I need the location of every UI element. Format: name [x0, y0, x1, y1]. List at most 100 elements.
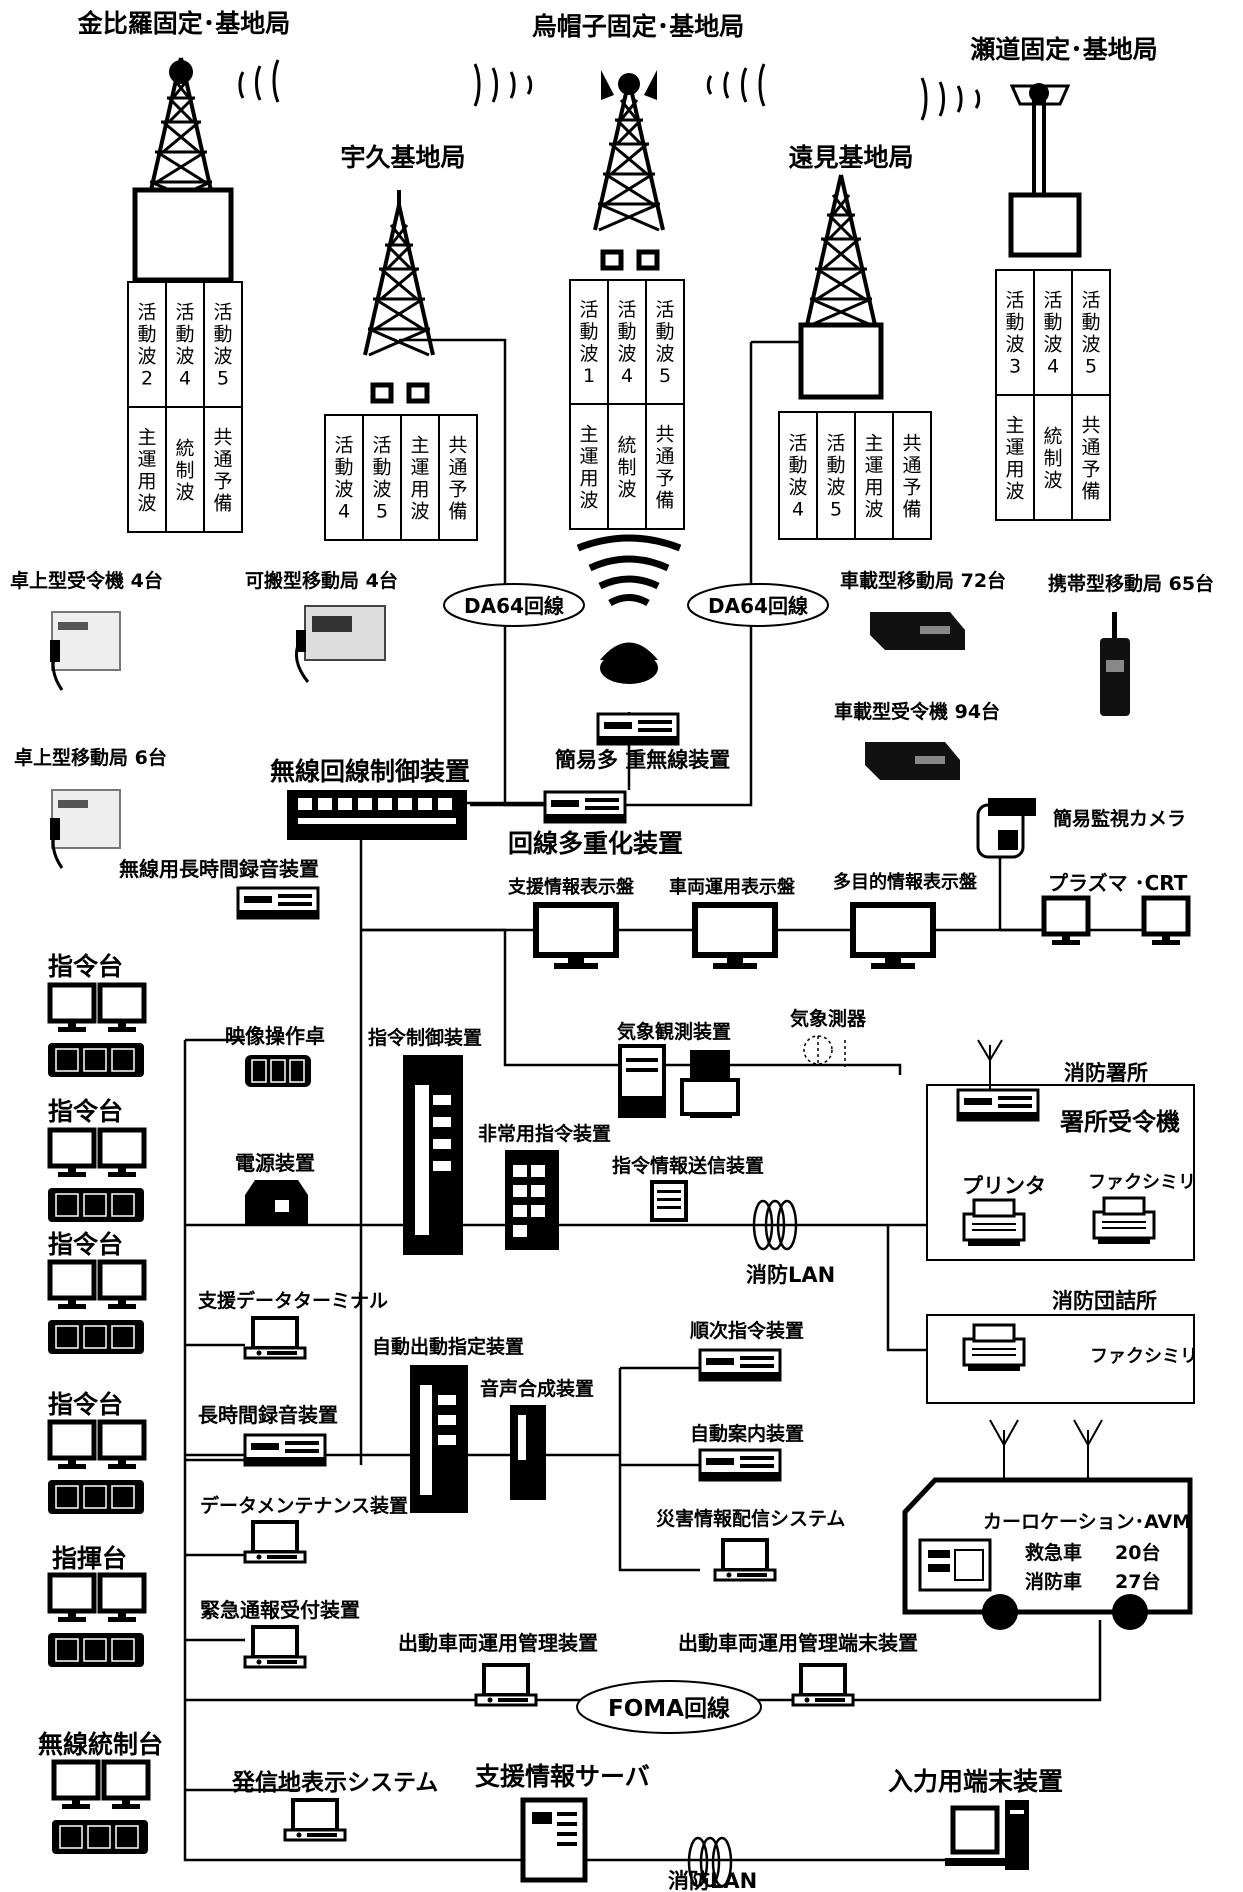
- console-1-label: 指令台: [48, 952, 123, 981]
- printer-label: プリンタ: [962, 1174, 1046, 1198]
- desk-mobile-label: 卓上型移動局 6台: [14, 746, 167, 769]
- simple-mux-label: 簡易多 重無線装置: [555, 748, 730, 772]
- channel-cell: [1033, 269, 1073, 396]
- channel-wave-text: 活: [213, 302, 232, 324]
- data-maint-device: データメンテナンス装置: [200, 1494, 408, 1564]
- tower-uku-icon: [363, 190, 435, 404]
- channel-wave-text: 動: [617, 321, 636, 343]
- camera-label: 簡易監視カメラ: [1053, 807, 1186, 830]
- monitor-icon: [1044, 898, 1088, 945]
- tower-tomi-icon: [798, 173, 884, 400]
- plasma-label: プラズマ ･CRT: [1048, 871, 1188, 895]
- video-desk-label: 映像操作卓: [225, 1024, 325, 1048]
- channel-col-text: 波: [864, 499, 883, 521]
- channel-bottom-text: 備: [213, 493, 232, 515]
- channel-col-text: 予: [448, 479, 467, 501]
- support-terminal-device: 支援データターミナル: [197, 1289, 388, 1360]
- vehicle-mgmt-device: 出動車両運用管理装置: [398, 1631, 598, 1707]
- printer-icon: [962, 1198, 1026, 1248]
- station-receiver-label: 署所受令機: [1059, 1108, 1180, 1136]
- fax-icon: [1092, 1196, 1156, 1246]
- station-konpira-title: 金比羅固定･基地局: [77, 9, 291, 38]
- power-label: 電源装置: [235, 1151, 315, 1175]
- channel-cell: [995, 394, 1035, 521]
- weather-sensor-label: 気象測器: [790, 1007, 867, 1030]
- channel-wave-text: 波: [655, 343, 674, 365]
- channel-bottom-text: 予: [1081, 459, 1100, 481]
- channel-wave-text: 動: [1081, 312, 1100, 334]
- channel-bottom-text: 備: [1081, 481, 1100, 503]
- channel-wave-text: 4: [1047, 356, 1059, 378]
- channel-bottom-text: 波: [137, 493, 156, 515]
- monitor-icon: [1144, 898, 1188, 945]
- seq-cmd-label: 順次指令装置: [690, 1319, 804, 1342]
- input-terminal-device: 入力用端末装置: [888, 1767, 1063, 1870]
- channel-col-text: 活: [372, 435, 391, 457]
- support-server-label: 支援情報サーバ: [475, 1762, 650, 1791]
- channel-cell: [995, 269, 1035, 396]
- foma-link: FOMA回線: [576, 1680, 762, 1734]
- channel-cell: [203, 406, 243, 533]
- console-3: 指令台: [48, 1230, 144, 1354]
- channel-bottom-text: 制: [175, 460, 194, 482]
- channel-cell: [816, 411, 856, 540]
- simple-mux-device: 簡易多 重無線装置: [555, 712, 730, 772]
- channel-cell: [438, 414, 478, 541]
- channel-col-text: 主: [410, 435, 429, 457]
- channel-cell: [127, 281, 167, 408]
- radio-long-recorder-label: 無線用長時間録音装置: [119, 857, 319, 881]
- desk-receiver-terminal: 卓上型受令機 4台: [10, 569, 163, 691]
- emergency-call-device: 緊急通報受付装置: [200, 1598, 360, 1669]
- channel-bottom-text: 用: [1005, 459, 1024, 481]
- channel-wave-text: 2: [141, 368, 153, 390]
- channel-col-text: 通: [902, 455, 921, 477]
- radio-waves-icon: [920, 77, 981, 121]
- station-eboshi-title: 烏帽子固定･基地局: [532, 12, 745, 41]
- channel-cell: [324, 414, 364, 541]
- emergency-command-device: 非常用指令装置: [478, 1122, 611, 1250]
- channel-cell: [569, 279, 609, 405]
- weather-obs-label: 気象観測装置: [617, 1020, 731, 1043]
- channel-bottom-text: 共: [1081, 415, 1100, 437]
- da64-link-right: DA64回線: [687, 583, 829, 627]
- auto-dispatch-device: 自動出動指定装置: [372, 1335, 524, 1513]
- channel-bottom-text: 通: [213, 449, 232, 471]
- channel-col-text: 波: [410, 501, 429, 523]
- auto-guide-label: 自動案内装置: [690, 1422, 804, 1445]
- channel-wave-text: 波: [175, 346, 194, 368]
- channel-wave-text: 動: [137, 324, 156, 346]
- channel-bottom-text: 通: [1081, 437, 1100, 459]
- channel-bottom-text: 波: [617, 479, 636, 501]
- channel-cell: [127, 406, 167, 533]
- channel-wave-text: 活: [175, 302, 194, 324]
- console-3-label: 指令台: [48, 1230, 123, 1259]
- vehicle-mgmt-label: 出動車両運用管理装置: [398, 1631, 598, 1655]
- channel-bottom-text: 制: [617, 457, 636, 479]
- power-device: 電源装置: [235, 1151, 315, 1225]
- fire-corps-fax-label: ファクシミリ: [1090, 1346, 1198, 1367]
- fire-station-box: 消防署所 署所受令機 プリンタ ファクシミリ: [926, 1039, 1196, 1261]
- vehicle-receiver-terminal: 車載型受令機 94台: [834, 700, 1000, 780]
- channel-wave-text: 活: [579, 299, 598, 321]
- voice-synth-device: 音声合成装置: [480, 1377, 594, 1500]
- command-console: 指揮台: [48, 1544, 144, 1667]
- channel-cell: [1071, 394, 1111, 521]
- channel-wave-text: 波: [1043, 334, 1062, 356]
- channel-col-text: 備: [902, 499, 921, 521]
- line-mux-label: 回線多重化装置: [508, 829, 683, 858]
- antenna-icon: [977, 1039, 1003, 1090]
- channel-cell: [607, 403, 647, 530]
- channel-wave-text: 活: [137, 302, 156, 324]
- channel-wave-text: 活: [1005, 290, 1024, 312]
- fire-station-fax-label: ファクシミリ: [1088, 1172, 1196, 1193]
- dish-antenna-icon: [576, 534, 682, 684]
- channel-bottom-text: 運: [579, 446, 598, 468]
- channel-cell: [1071, 269, 1111, 396]
- channel-wave-text: 波: [579, 343, 598, 365]
- monitor-icon: [695, 905, 775, 969]
- video-desk-device: 映像操作卓: [225, 1024, 325, 1087]
- channel-bottom-text: 制: [1043, 448, 1062, 470]
